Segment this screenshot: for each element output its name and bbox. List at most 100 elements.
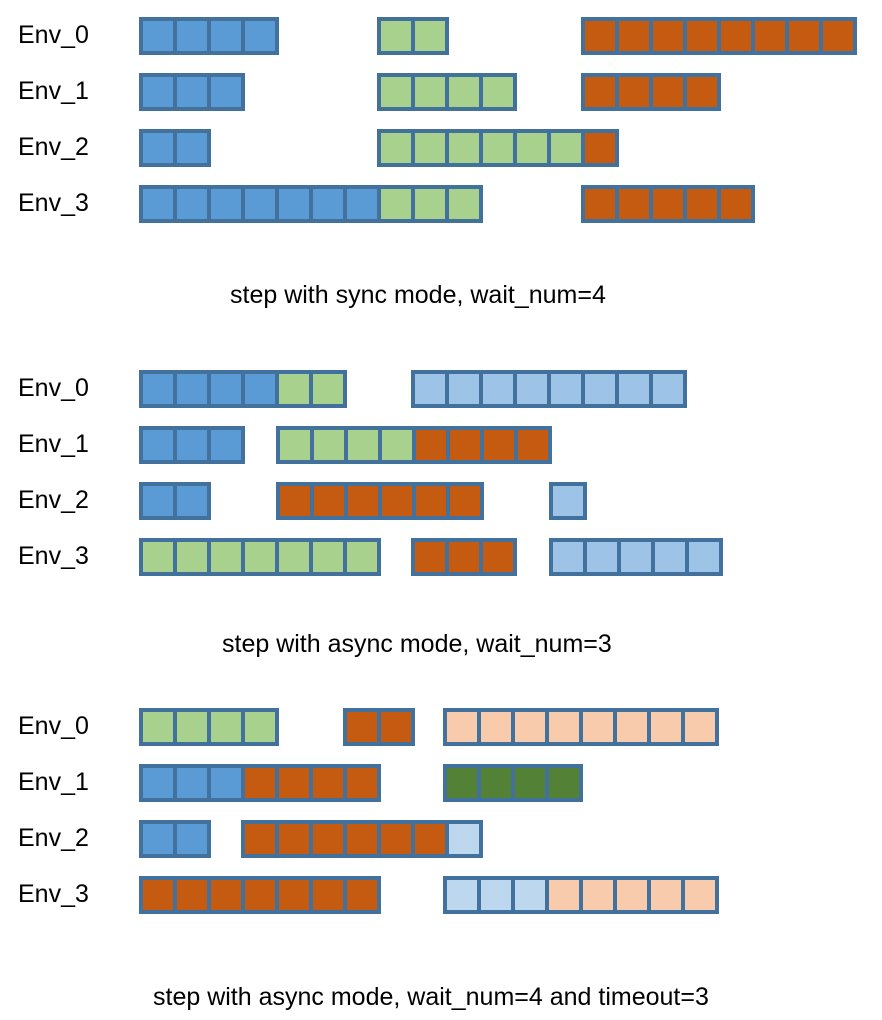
step-cell-paleblue (515, 880, 545, 910)
env-label: Env_1 (18, 430, 89, 458)
step-bar (139, 73, 245, 111)
step-cell-paleorange (651, 880, 681, 910)
step-cell-green (211, 712, 241, 742)
step-cell-orange (415, 824, 445, 854)
step-cell-paleorange (549, 712, 579, 742)
step-bar (443, 876, 719, 914)
step-bar (139, 820, 211, 858)
panel-caption: step with async mode, wait_num=4 and tim… (153, 983, 709, 1011)
step-cell-orange (143, 880, 173, 910)
step-cell-blue (245, 374, 275, 404)
step-cell-paleorange (685, 880, 715, 910)
step-cell-orange (348, 486, 378, 516)
step-bar (139, 708, 279, 746)
step-cell-green (449, 189, 479, 219)
step-cell-orange (483, 542, 513, 572)
env-label: Env_0 (18, 21, 89, 49)
env-label: Env_2 (18, 133, 89, 161)
step-cell-orange (653, 21, 683, 51)
step-cell-lightblue (585, 374, 615, 404)
step-bar (139, 426, 245, 464)
step-cell-orange (653, 189, 683, 219)
step-bar (549, 482, 587, 520)
step-cell-blue (143, 486, 173, 516)
step-cell-blue (177, 21, 207, 51)
step-cell-green (313, 542, 343, 572)
step-cell-paleorange (617, 880, 647, 910)
step-cell-orange (347, 768, 377, 798)
step-cell-orange (280, 486, 310, 516)
step-cell-green (348, 430, 378, 460)
step-cell-orange (585, 189, 615, 219)
step-cell-orange (279, 824, 309, 854)
step-cell-blue (211, 430, 241, 460)
step-cell-lightblue (587, 542, 617, 572)
step-cell-green (381, 133, 411, 163)
step-cell-lightblue (483, 374, 513, 404)
step-cell-blue (245, 189, 275, 219)
step-cell-blue (143, 77, 173, 107)
step-cell-orange (347, 824, 377, 854)
step-bar (581, 185, 755, 223)
step-cell-orange (687, 189, 717, 219)
step-cell-paleorange (651, 712, 681, 742)
step-cell-green (415, 133, 445, 163)
step-cell-blue (177, 133, 207, 163)
step-cell-green (314, 430, 344, 460)
step-cell-lightblue (553, 542, 583, 572)
step-cell-green (313, 374, 343, 404)
step-cell-orange (755, 21, 785, 51)
step-bar (377, 129, 619, 167)
step-cell-paleblue (481, 880, 511, 910)
step-cell-paleorange (481, 712, 511, 742)
step-cell-green (280, 430, 310, 460)
step-cell-blue (177, 189, 207, 219)
step-cell-green (143, 542, 173, 572)
step-cell-blue (211, 374, 241, 404)
step-cell-paleblue (447, 880, 477, 910)
step-bar (139, 185, 483, 223)
step-cell-lightblue (621, 542, 651, 572)
step-cell-blue (143, 21, 173, 51)
step-cell-green (143, 712, 173, 742)
step-cell-orange (585, 77, 615, 107)
env-label: Env_1 (18, 77, 89, 105)
step-cell-lightblue (415, 374, 445, 404)
step-cell-darkgreen (481, 768, 511, 798)
step-cell-lightblue (551, 374, 581, 404)
step-cell-darkgreen (515, 768, 545, 798)
step-cell-orange (619, 189, 649, 219)
step-cell-paleorange (685, 712, 715, 742)
step-cell-orange (416, 430, 446, 460)
step-cell-blue (177, 824, 207, 854)
step-cell-green (381, 189, 411, 219)
step-cell-paleorange (549, 880, 579, 910)
step-cell-orange (245, 824, 275, 854)
step-cell-lightblue (689, 542, 719, 572)
step-cell-orange (619, 21, 649, 51)
step-cell-green (517, 133, 547, 163)
step-bar (581, 17, 857, 55)
step-cell-blue (143, 133, 173, 163)
step-cell-green (382, 430, 412, 460)
env-label: Env_0 (18, 374, 89, 402)
step-cell-lightblue (655, 542, 685, 572)
step-cell-green (415, 77, 445, 107)
step-cell-blue (143, 374, 173, 404)
step-bar (139, 876, 381, 914)
step-cell-orange (450, 430, 480, 460)
step-cell-blue (245, 21, 275, 51)
step-cell-orange (313, 768, 343, 798)
step-cell-orange (347, 880, 377, 910)
step-cell-blue (313, 189, 343, 219)
step-cell-green (245, 542, 275, 572)
step-cell-green (381, 21, 411, 51)
step-cell-blue (177, 374, 207, 404)
step-bar (241, 820, 483, 858)
step-cell-orange (450, 486, 480, 516)
step-cell-orange (415, 542, 445, 572)
step-cell-orange (211, 880, 241, 910)
step-cell-blue (211, 189, 241, 219)
step-cell-lightblue (449, 374, 479, 404)
